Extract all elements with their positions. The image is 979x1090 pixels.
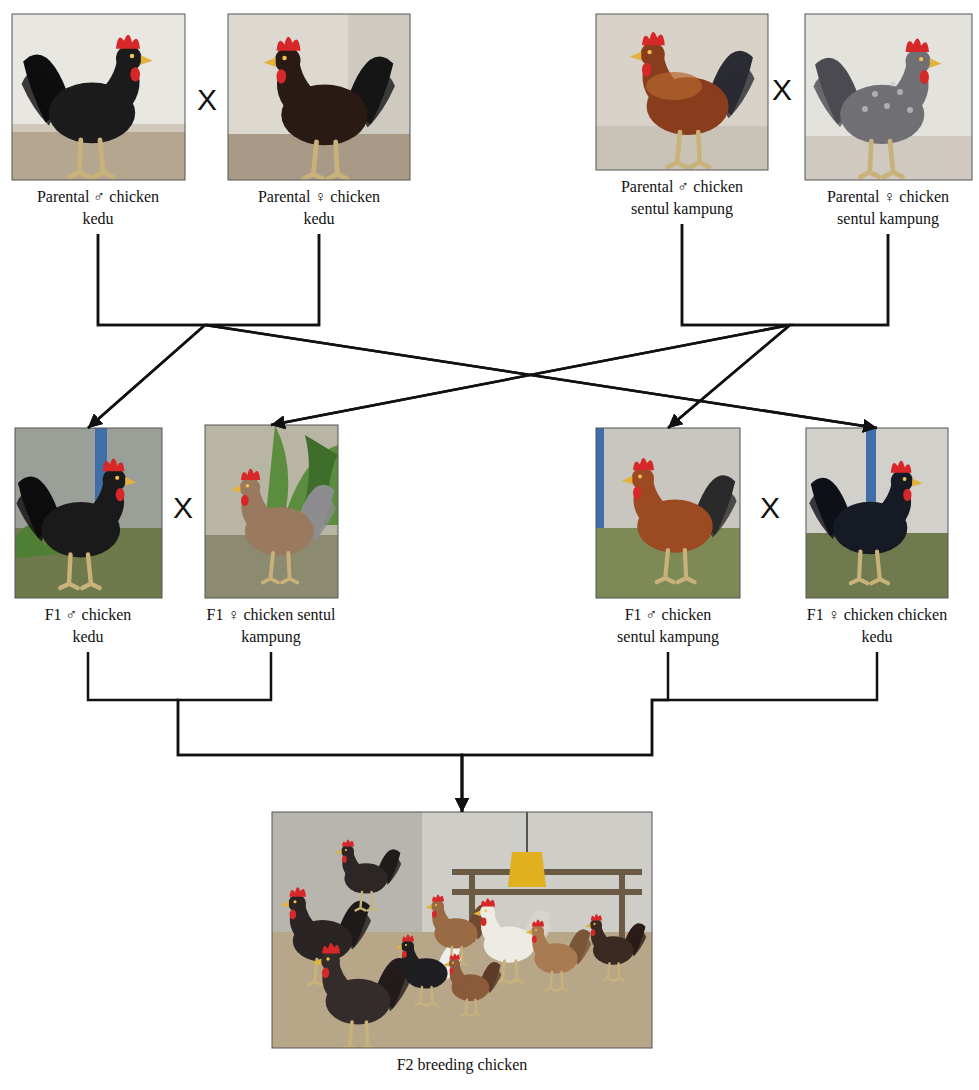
photo-area <box>206 425 336 598</box>
cross-arrow <box>88 234 205 428</box>
photo-caption: Parental ♂ chicken kedu <box>23 186 173 230</box>
photo <box>15 428 162 598</box>
cross-mark: X <box>760 493 780 523</box>
photo-caption: F1 ♂ chicken kedu <box>28 604 148 648</box>
photo-node: Parental ♀ chicken sentul kampung <box>813 14 963 230</box>
photo-node: F1 ♀ chicken sentul kampung <box>206 425 336 648</box>
photo-frame <box>272 812 652 1048</box>
photo-area <box>23 14 173 180</box>
photo-frame <box>15 428 162 598</box>
photo-area <box>607 14 757 170</box>
photo <box>596 14 768 170</box>
photo-area <box>272 812 652 1048</box>
cross-arrow <box>462 652 877 812</box>
photo-node: F1 ♀ chicken chicken kedu <box>797 428 957 648</box>
photo <box>228 14 410 180</box>
cross-arrow <box>271 234 888 425</box>
cross-arrow <box>88 234 319 428</box>
photo-caption: Parental ♀ chicken sentul kampung <box>813 186 963 230</box>
photo-caption: F1 ♀ chicken sentul kampung <box>206 604 336 648</box>
cross-mark: X <box>173 493 193 523</box>
photo-area <box>28 428 148 598</box>
photo-caption: F2 breeding chicken <box>272 1054 652 1076</box>
cross-arrow <box>205 234 877 428</box>
photo <box>806 428 948 598</box>
photo-area <box>608 428 728 598</box>
cross-arrow <box>88 652 462 812</box>
photo <box>805 14 972 180</box>
photo-frame <box>596 14 768 170</box>
photo-caption: F1 ♀ chicken chicken kedu <box>797 604 957 648</box>
photo-frame <box>228 14 410 180</box>
cross-mark: X <box>197 85 217 115</box>
photo-caption: F1 ♂ chicken sentul kampung <box>608 604 728 648</box>
photo-area <box>797 428 957 598</box>
photo-area <box>244 14 394 180</box>
photo <box>205 425 338 598</box>
photo-node: Parental ♀ chicken kedu <box>244 14 394 230</box>
photo-node: Parental ♂ chicken kedu <box>23 14 173 230</box>
photo-node: F1 ♂ chicken kedu <box>28 428 148 648</box>
photo <box>272 812 652 1050</box>
photo <box>12 14 185 180</box>
photo <box>596 428 740 598</box>
cross-arrow <box>178 652 462 812</box>
photo-area <box>813 14 963 180</box>
cross-arrow <box>668 234 888 428</box>
photo-frame <box>12 14 185 180</box>
photo-frame <box>205 425 338 598</box>
photo-frame <box>805 14 972 180</box>
cross-arrow <box>668 224 790 428</box>
photo-frame <box>806 428 948 598</box>
photo-node: Parental ♂ chicken sentul kampung <box>607 14 757 220</box>
cross-arrow <box>462 652 668 812</box>
photo-caption: Parental ♂ chicken sentul kampung <box>607 176 757 220</box>
photo-node: F1 ♂ chicken sentul kampung <box>608 428 728 648</box>
photo-caption: Parental ♀ chicken kedu <box>244 186 394 230</box>
cross-mark: X <box>772 75 792 105</box>
photo-frame <box>596 428 740 598</box>
photo-node: F2 breeding chicken <box>272 812 652 1076</box>
